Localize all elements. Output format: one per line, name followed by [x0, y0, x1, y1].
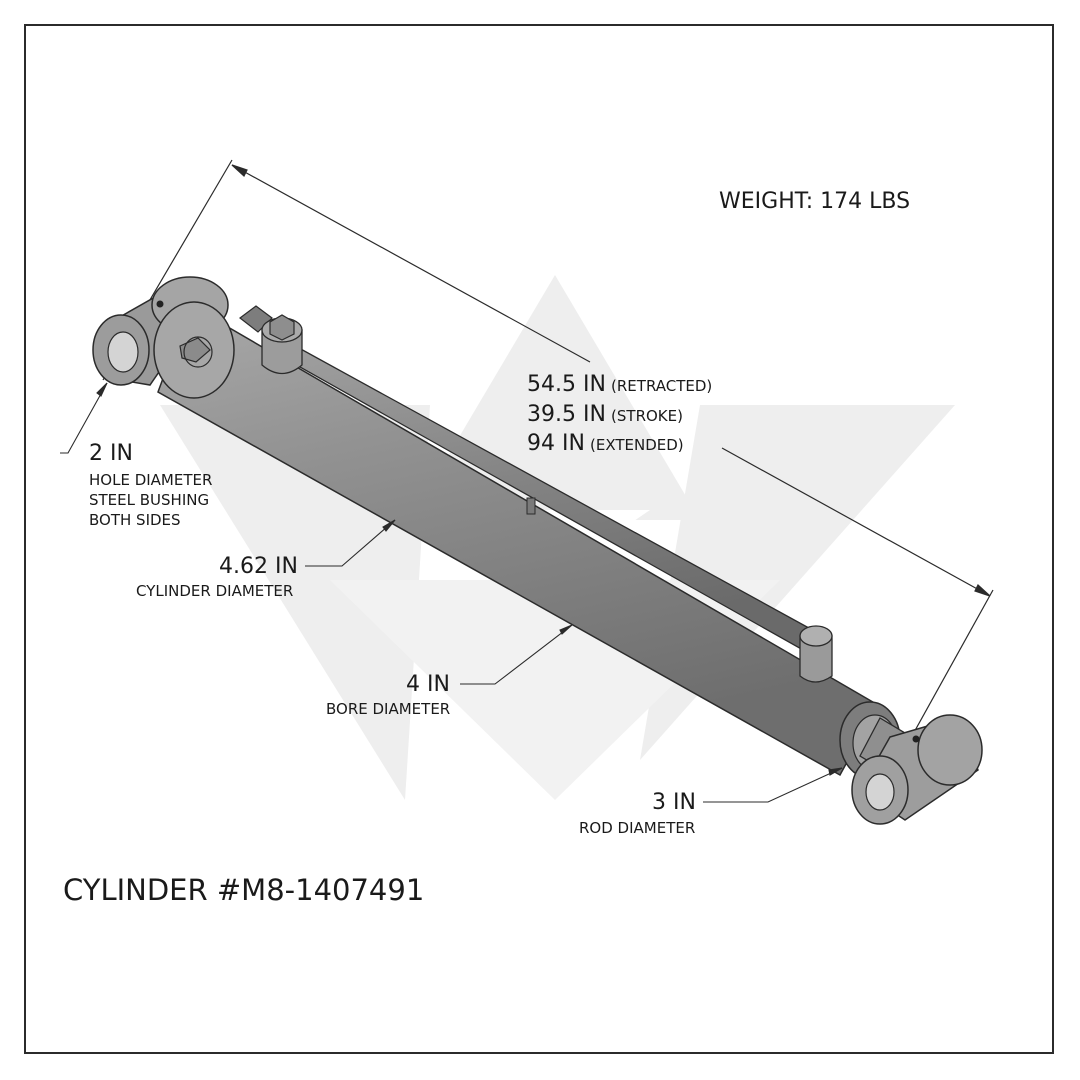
leader-lines — [60, 382, 843, 803]
weight-label: WEIGHT: 174 LBS — [719, 189, 911, 214]
drawing-frame — [24, 24, 1054, 1054]
dim-stroke: 39.5 IN (STROKE) — [527, 404, 683, 426]
rod-clevis — [851, 714, 983, 825]
dim-stroke-note: (STROKE) — [611, 407, 683, 425]
cylinder-diameter-value: 4.62 IN — [219, 554, 298, 579]
port-fitting — [239, 305, 303, 375]
bore-diameter-label: BORE DIAMETER — [326, 700, 451, 718]
part-title: CYLINDER #M8-1407491 — [63, 873, 425, 907]
dim-retracted-note: (RETRACTED) — [611, 377, 713, 395]
hole-diameter-value: 2 IN — [89, 441, 133, 466]
dim-retracted: 54.5 IN (RETRACTED) — [527, 374, 712, 396]
hole-diameter-notes: HOLE DIAMETER STEEL BUSHING BOTH SIDES — [89, 470, 212, 530]
rod-diameter-value: 3 IN — [652, 790, 696, 815]
hole-sides-line: BOTH SIDES — [89, 511, 181, 529]
hole-bushing-line: STEEL BUSHING — [89, 491, 210, 509]
dim-extended-note: (EXTENDED) — [590, 436, 684, 454]
dim-extended: 94 IN (EXTENDED) — [527, 433, 684, 455]
bore-diameter-value: 4 IN — [406, 672, 450, 697]
dim-extended-value: 94 IN — [527, 431, 585, 456]
rod-diameter-label: ROD DIAMETER — [579, 819, 696, 837]
dim-retracted-value: 54.5 IN — [527, 372, 606, 397]
cylinder-diameter-label: CYLINDER DIAMETER — [136, 582, 294, 600]
hole-diameter-line: HOLE DIAMETER — [89, 471, 213, 489]
dim-stroke-value: 39.5 IN — [527, 402, 606, 427]
